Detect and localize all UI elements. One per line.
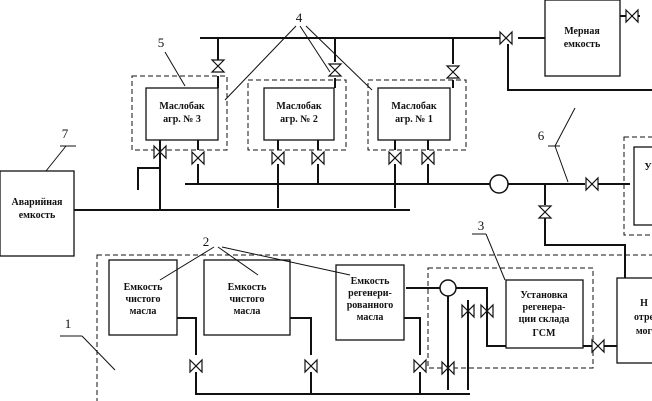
oil-tank-2-line1: Маслобак xyxy=(276,101,321,112)
regen-tank-line2: регенери- xyxy=(348,288,392,299)
measuring-tank-line2: емкость xyxy=(564,39,601,50)
valve-tank-3-in xyxy=(210,59,226,73)
oil-tank-1 xyxy=(377,87,451,141)
oil-tank-1-line1: Маслобак xyxy=(391,101,436,112)
clean-oil-1-line2: чистого xyxy=(126,294,161,305)
clean-oil-2-line2: чистого xyxy=(230,294,265,305)
regen-tank-line4: масла xyxy=(357,312,384,323)
ref-1: 1 xyxy=(65,316,72,331)
leader-1 xyxy=(60,335,116,371)
right-bottom-line1: Н xyxy=(640,298,648,309)
right-top-label: У xyxy=(644,162,652,173)
pump-icon xyxy=(489,174,509,194)
pump-to-unit xyxy=(456,287,506,347)
oil-tank-1-frame xyxy=(367,79,467,151)
oil-tank-2-frame xyxy=(247,79,347,151)
ref-6: 6 xyxy=(538,128,545,143)
regen-oil-tank xyxy=(335,264,405,341)
measuring-tank xyxy=(544,0,621,77)
leader-6 xyxy=(548,107,576,183)
storage-area-frame xyxy=(96,254,652,401)
clean2-outlet xyxy=(290,317,312,355)
regen-unit xyxy=(505,279,584,349)
right-top-box xyxy=(633,146,652,226)
clean1-outlet xyxy=(177,317,197,355)
right-bottom-line3: мог xyxy=(636,326,652,337)
regen-unit-line4: ГСМ xyxy=(533,328,556,339)
ref-7: 7 xyxy=(62,126,69,141)
regen-tank-outlet xyxy=(404,317,421,355)
clean-oil-tank-1 xyxy=(108,259,178,336)
valve-tank-2-in xyxy=(327,63,343,77)
oil-tank-3 xyxy=(145,87,219,141)
oil-tank-2 xyxy=(263,87,335,141)
pipe-return-right xyxy=(507,44,652,91)
leader-3 xyxy=(472,233,506,281)
valve-unit-right xyxy=(591,338,605,354)
regen-tank-line3: рованного xyxy=(347,300,394,311)
regen-unit-line3: ции склада xyxy=(519,314,570,325)
oil-tank-3-frame xyxy=(131,75,228,151)
clean-oil-1-line1: Емкость xyxy=(124,282,163,293)
leader-2 xyxy=(159,246,351,281)
regen-unit-frame xyxy=(427,267,594,369)
clean-oil-2-line3: масла xyxy=(234,306,261,317)
measuring-tank-line1: Мерная xyxy=(564,26,600,37)
regen-unit-line2: регенера- xyxy=(523,302,566,313)
emergency-tank-line1: Аварийная xyxy=(12,197,63,208)
valve-branch xyxy=(537,205,553,219)
right-top-frame xyxy=(623,136,652,236)
ref-5: 5 xyxy=(158,35,165,50)
valve-row-under-tanks xyxy=(153,144,435,166)
oil-tank-2-line2: агр. № 2 xyxy=(280,114,318,125)
ref-4: 4 xyxy=(296,10,303,25)
bottom-return-pipe xyxy=(195,372,470,395)
clean-oil-2-line1: Емкость xyxy=(228,282,267,293)
leader-5 xyxy=(164,51,186,87)
regen-tank-line1: Емкость xyxy=(351,276,390,287)
oil-tank-3-line2: агр. № 3 xyxy=(163,114,201,125)
valve-tank-1-in xyxy=(445,65,461,79)
valve-row-lower xyxy=(189,303,494,376)
clean-oil-tank-2 xyxy=(203,259,291,336)
clean-oil-1-line3: масла xyxy=(130,306,157,317)
right-bottom-line2: отре xyxy=(634,312,652,323)
regen-pump-icon xyxy=(439,279,457,297)
valve-measuring-out xyxy=(625,8,639,24)
oil-tank-3-line1: Маслобак xyxy=(159,101,204,112)
leader-7 xyxy=(45,145,76,172)
valve-measuring-in xyxy=(499,30,513,46)
emergency-tank xyxy=(0,170,75,257)
emergency-tank-line2: емкость xyxy=(19,210,56,221)
ref-2: 2 xyxy=(203,234,210,249)
branch-to-right xyxy=(544,218,626,280)
ref-3: 3 xyxy=(478,218,485,233)
outlet-3-left xyxy=(137,140,161,190)
regen-unit-line1: Установка xyxy=(520,290,567,301)
right-bottom-box xyxy=(616,277,652,364)
oil-tank-1-line2: агр. № 1 xyxy=(395,114,433,125)
leader-4 xyxy=(224,25,373,101)
valve-collector-right xyxy=(585,176,599,192)
